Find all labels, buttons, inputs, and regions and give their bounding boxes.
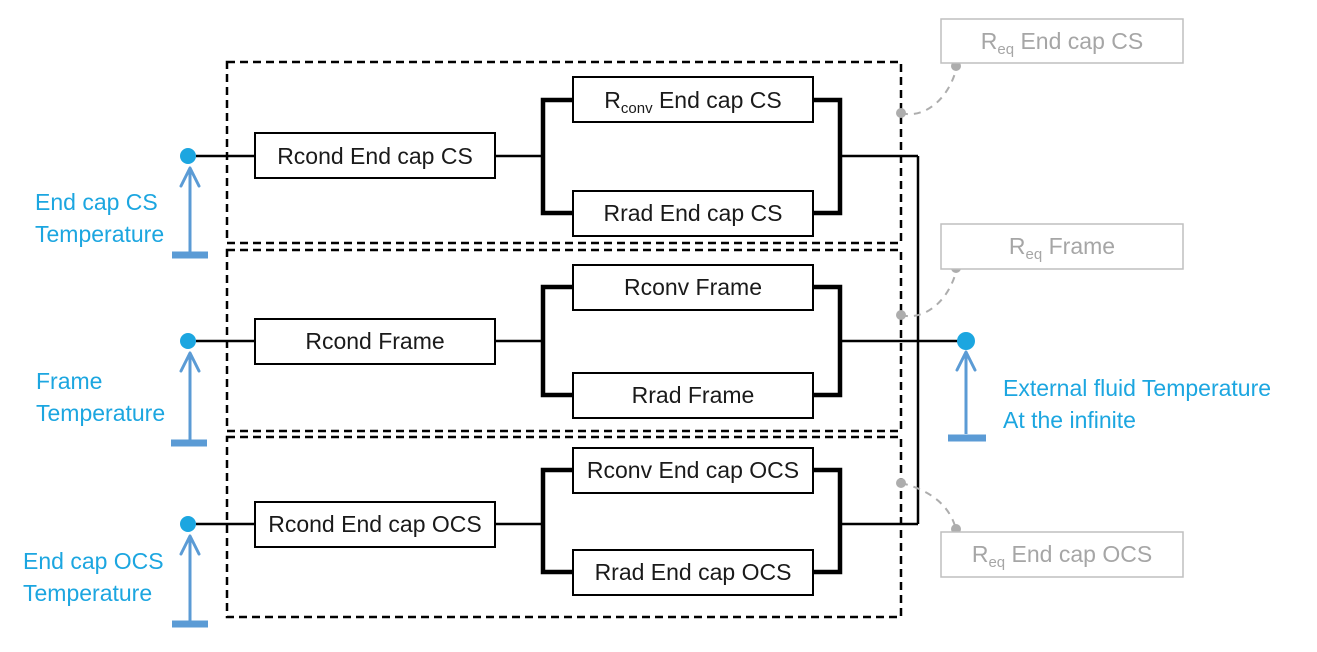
rconv-cs-base: R: [604, 87, 621, 113]
dashed-boundary-endcap-ocs: [225, 435, 903, 619]
dashed-boundary-endcap-cs: [225, 60, 903, 245]
equivalent-callout-cs: Req End cap CS: [896, 18, 1184, 118]
rcond-frame-label: Rcond Frame: [305, 328, 444, 354]
rconv-endcap-cs-box: [572, 76, 814, 123]
parallel-junction-right-frame: [813, 284, 843, 398]
req-cs-rest: End cap CS: [1014, 28, 1143, 54]
external-fluid-temperature-label-line1: External fluid Temperature: [1003, 375, 1271, 401]
frame-temperature-label-line1: Frame: [36, 368, 102, 394]
section-endcap-ocs: Rcond End cap OCS Rconv End cap OCS Rrad…: [196, 447, 918, 596]
req-ocs-rest: End cap OCS: [1005, 541, 1152, 567]
endcap-cs-temperature-label-line1: End cap CS: [35, 189, 158, 215]
section-endcap-cs: Rcond End cap CS Rconv End cap CS Rrad E…: [196, 76, 918, 237]
node-dot-endcap-ocs: [180, 516, 196, 532]
req-ocs-subscript: eq: [988, 554, 1005, 571]
endcap-ocs-temperature-label-line1: End cap OCS: [23, 548, 164, 574]
temperature-node-endcap-ocs: End cap OCS Temperature: [23, 516, 208, 628]
arrow-head-icon: [179, 166, 201, 188]
endcap-ocs-temperature-label-line2: Temperature: [23, 580, 152, 606]
node-dot-external-fluid: [957, 332, 975, 350]
node-dot-frame: [180, 333, 196, 349]
rconv-cs-subscript: conv: [621, 100, 653, 117]
temperature-node-external-fluid: External fluid Temperature At the infini…: [948, 332, 1271, 442]
parallel-junction-left-ocs: [540, 467, 573, 575]
rconv-cs-rest: End cap CS: [653, 87, 782, 113]
parallel-junction-right-cs: [813, 97, 843, 216]
req-endcap-ocs-label: Req End cap OCS: [972, 541, 1152, 571]
req-frame-box: [940, 223, 1184, 270]
rcond-frame-box: [254, 318, 496, 365]
req-cs-subscript: eq: [997, 41, 1014, 58]
gray-dashed-connector-frame: [900, 271, 957, 318]
rrad-frame-label: Rrad Frame: [632, 382, 755, 408]
req-frame-label: Req Frame: [1009, 233, 1115, 263]
req-ocs-base: R: [972, 541, 989, 567]
rrad-endcap-cs-box: [572, 190, 814, 237]
parallel-junction-right-ocs: [813, 467, 843, 575]
rconv-frame-box: [572, 264, 814, 311]
arrow-head-icon: [179, 534, 201, 556]
external-fluid-temperature-label-line2: At the infinite: [1003, 407, 1136, 433]
req-endcap-cs-box: [940, 18, 1184, 64]
arrow-head-icon: [955, 350, 977, 372]
rconv-frame-label: Rconv Frame: [624, 274, 762, 300]
req-frame-base: R: [1009, 233, 1026, 259]
gray-dashed-connector-ocs: [900, 482, 956, 527]
rrad-endcap-ocs-box: [572, 549, 814, 596]
section-frame: Rcond Frame Rconv Frame Rrad Frame: [196, 264, 966, 419]
rcond-endcap-ocs-box: [254, 501, 496, 548]
connector-dot: [896, 478, 906, 488]
connector-dot: [896, 108, 906, 118]
parallel-junction-left-frame: [540, 284, 573, 398]
gray-dashed-connector-cs: [900, 69, 957, 116]
equivalent-callout-ocs: Req End cap OCS: [896, 478, 1184, 578]
rrad-endcap-cs-label: Rrad End cap CS: [604, 200, 783, 226]
rcond-endcap-cs-label: Rcond End cap CS: [277, 143, 473, 169]
req-endcap-cs-label: Req End cap CS: [981, 28, 1143, 58]
rconv-endcap-ocs-box: [572, 447, 814, 494]
node-dot-endcap-cs: [180, 148, 196, 164]
rcond-endcap-ocs-label: Rcond End cap OCS: [268, 511, 482, 537]
req-cs-base: R: [981, 28, 998, 54]
equivalent-callout-frame: Req Frame: [896, 223, 1184, 320]
endcap-cs-temperature-label-line2: Temperature: [35, 221, 164, 247]
temperature-node-frame: Frame Temperature: [36, 333, 207, 447]
rconv-endcap-ocs-label: Rconv End cap OCS: [587, 457, 799, 483]
req-frame-subscript: eq: [1026, 246, 1043, 263]
parallel-junction-left-cs: [540, 97, 573, 216]
rrad-frame-box: [572, 372, 814, 419]
arrow-head-icon: [179, 351, 201, 373]
rcond-endcap-cs-box: [254, 132, 496, 179]
temperature-node-endcap-cs: End cap CS Temperature: [35, 148, 208, 259]
frame-temperature-label-line2: Temperature: [36, 400, 165, 426]
rconv-endcap-cs-label: Rconv End cap CS: [604, 87, 781, 117]
req-endcap-ocs-box: [940, 531, 1184, 578]
connector-dot: [896, 310, 906, 320]
rrad-endcap-ocs-label: Rrad End cap OCS: [595, 559, 792, 585]
req-frame-rest: Frame: [1042, 233, 1115, 259]
